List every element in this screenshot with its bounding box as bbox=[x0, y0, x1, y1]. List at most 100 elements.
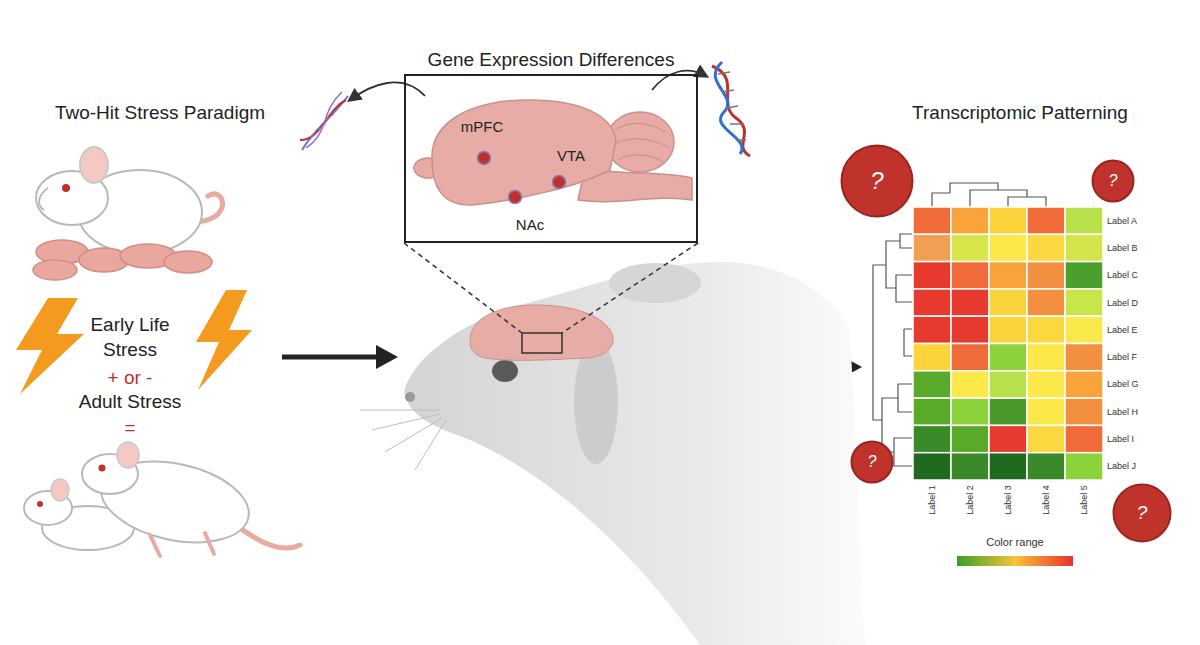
rat-leg bbox=[150, 533, 214, 556]
region-dot: mPFC bbox=[476, 150, 492, 166]
heatmap-cell bbox=[989, 344, 1027, 371]
strand bbox=[712, 66, 750, 156]
question-mark: ? bbox=[868, 452, 877, 471]
column-label: Label 2 bbox=[965, 485, 976, 515]
dendrogram bbox=[873, 234, 913, 466]
region-label: NAc bbox=[516, 216, 544, 234]
rat-eye bbox=[99, 465, 106, 472]
mouse-nose bbox=[405, 392, 415, 402]
heatmap-cell bbox=[951, 316, 989, 343]
heatmap-cell bbox=[913, 234, 951, 261]
heatmap-cell bbox=[1065, 371, 1103, 398]
circle-fill bbox=[1114, 485, 1171, 542]
dna-helix bbox=[712, 62, 750, 156]
panel-heading: Two-Hit Stress Paradigm bbox=[55, 102, 265, 125]
heatmap-cell bbox=[913, 289, 951, 316]
color-range-bar bbox=[957, 556, 1073, 566]
heatmap-cell bbox=[951, 234, 989, 261]
question-circle: ? bbox=[850, 440, 894, 484]
heatmap-cell bbox=[989, 207, 1027, 234]
circle-fill bbox=[842, 146, 913, 217]
heatmap-cell bbox=[1027, 316, 1065, 343]
heatmap-cell bbox=[989, 453, 1027, 480]
heatmap-cell bbox=[1065, 344, 1103, 371]
heatmap-cell bbox=[951, 262, 989, 289]
heatmap-cell bbox=[989, 262, 1027, 289]
rungs bbox=[718, 72, 746, 140]
dot-shape bbox=[476, 150, 492, 166]
whiskers bbox=[360, 410, 446, 470]
arrow-head bbox=[376, 345, 398, 369]
dot-circle bbox=[509, 191, 522, 204]
row-label: Label J bbox=[1107, 461, 1136, 472]
rat-eye bbox=[37, 501, 43, 507]
fighting-rats bbox=[24, 442, 300, 556]
region-box: Gene Expression DifferencesmPFCNAcVTA bbox=[404, 46, 698, 243]
mouse-ear bbox=[609, 263, 701, 303]
rna-strand bbox=[300, 92, 348, 150]
heatmap-cell bbox=[989, 398, 1027, 425]
row-label: Label B bbox=[1107, 243, 1138, 254]
flow-arrow bbox=[282, 355, 378, 360]
heatmap-cell bbox=[951, 398, 989, 425]
question-circle: ? bbox=[840, 144, 914, 218]
heatmap-cell bbox=[1027, 425, 1065, 452]
question-mark: ? bbox=[870, 167, 883, 196]
row-label: Label F bbox=[1107, 352, 1137, 363]
heatmap-cell bbox=[913, 453, 951, 480]
heatmap-cell bbox=[1065, 262, 1103, 289]
heatmap-cell bbox=[1027, 207, 1065, 234]
heatmap-cell bbox=[1027, 371, 1065, 398]
column-label: Label 3 bbox=[1003, 485, 1014, 515]
dot-shape bbox=[507, 189, 523, 205]
region-label: VTA bbox=[557, 147, 585, 165]
rat-ear bbox=[80, 147, 108, 183]
panel-heading: Transcriptomic Patterning bbox=[912, 102, 1128, 125]
heatmap-cell bbox=[1027, 289, 1065, 316]
operator-text: + or - bbox=[108, 367, 153, 390]
row-label: Label E bbox=[1107, 324, 1138, 335]
heatmap-cell bbox=[951, 453, 989, 480]
heatmap-cell bbox=[1065, 453, 1103, 480]
circle-fill bbox=[1093, 161, 1134, 202]
rungs bbox=[310, 114, 334, 138]
dot-circle bbox=[553, 176, 566, 189]
head-shape bbox=[404, 262, 865, 645]
heatmap-cell bbox=[951, 371, 989, 398]
heatmap-cell bbox=[913, 262, 951, 289]
heatmap-cell bbox=[1065, 425, 1103, 452]
heatmap-cell bbox=[1027, 262, 1065, 289]
heatmap-cell bbox=[913, 316, 951, 343]
zoom-line bbox=[562, 243, 698, 333]
heatmap-cell bbox=[951, 425, 989, 452]
heatmap-cell bbox=[989, 425, 1027, 452]
heatmap-cell bbox=[951, 207, 989, 234]
heatmap-cell bbox=[1027, 398, 1065, 425]
row-label: Label A bbox=[1107, 215, 1137, 226]
stress-text: Adult Stress bbox=[79, 391, 181, 414]
heatmap-cell bbox=[1065, 289, 1103, 316]
region-dot: NAc bbox=[507, 189, 523, 205]
dot-circle bbox=[478, 152, 491, 165]
row-label: Label D bbox=[1107, 297, 1138, 308]
question-mark: ? bbox=[1137, 502, 1148, 525]
heatmap bbox=[913, 207, 1103, 480]
heatmap-cell bbox=[951, 289, 989, 316]
heatmap-cell bbox=[1065, 234, 1103, 261]
strand bbox=[300, 100, 346, 140]
rat-ear bbox=[117, 442, 139, 468]
heatmap-cell bbox=[951, 344, 989, 371]
question-mark: ? bbox=[1109, 171, 1118, 190]
cerebrum bbox=[432, 100, 616, 205]
pup bbox=[164, 251, 212, 273]
region-label: mPFC bbox=[461, 118, 504, 136]
heatmap-cell bbox=[1065, 207, 1103, 234]
lightning-bolt bbox=[196, 290, 252, 390]
legend-label: Color range bbox=[986, 536, 1043, 549]
heatmap-cell bbox=[913, 371, 951, 398]
pup bbox=[33, 260, 77, 280]
row-label: Label G bbox=[1107, 379, 1139, 390]
zoom-box bbox=[522, 333, 562, 353]
column-label: Label 5 bbox=[1079, 485, 1090, 515]
rat-snout bbox=[39, 188, 48, 210]
